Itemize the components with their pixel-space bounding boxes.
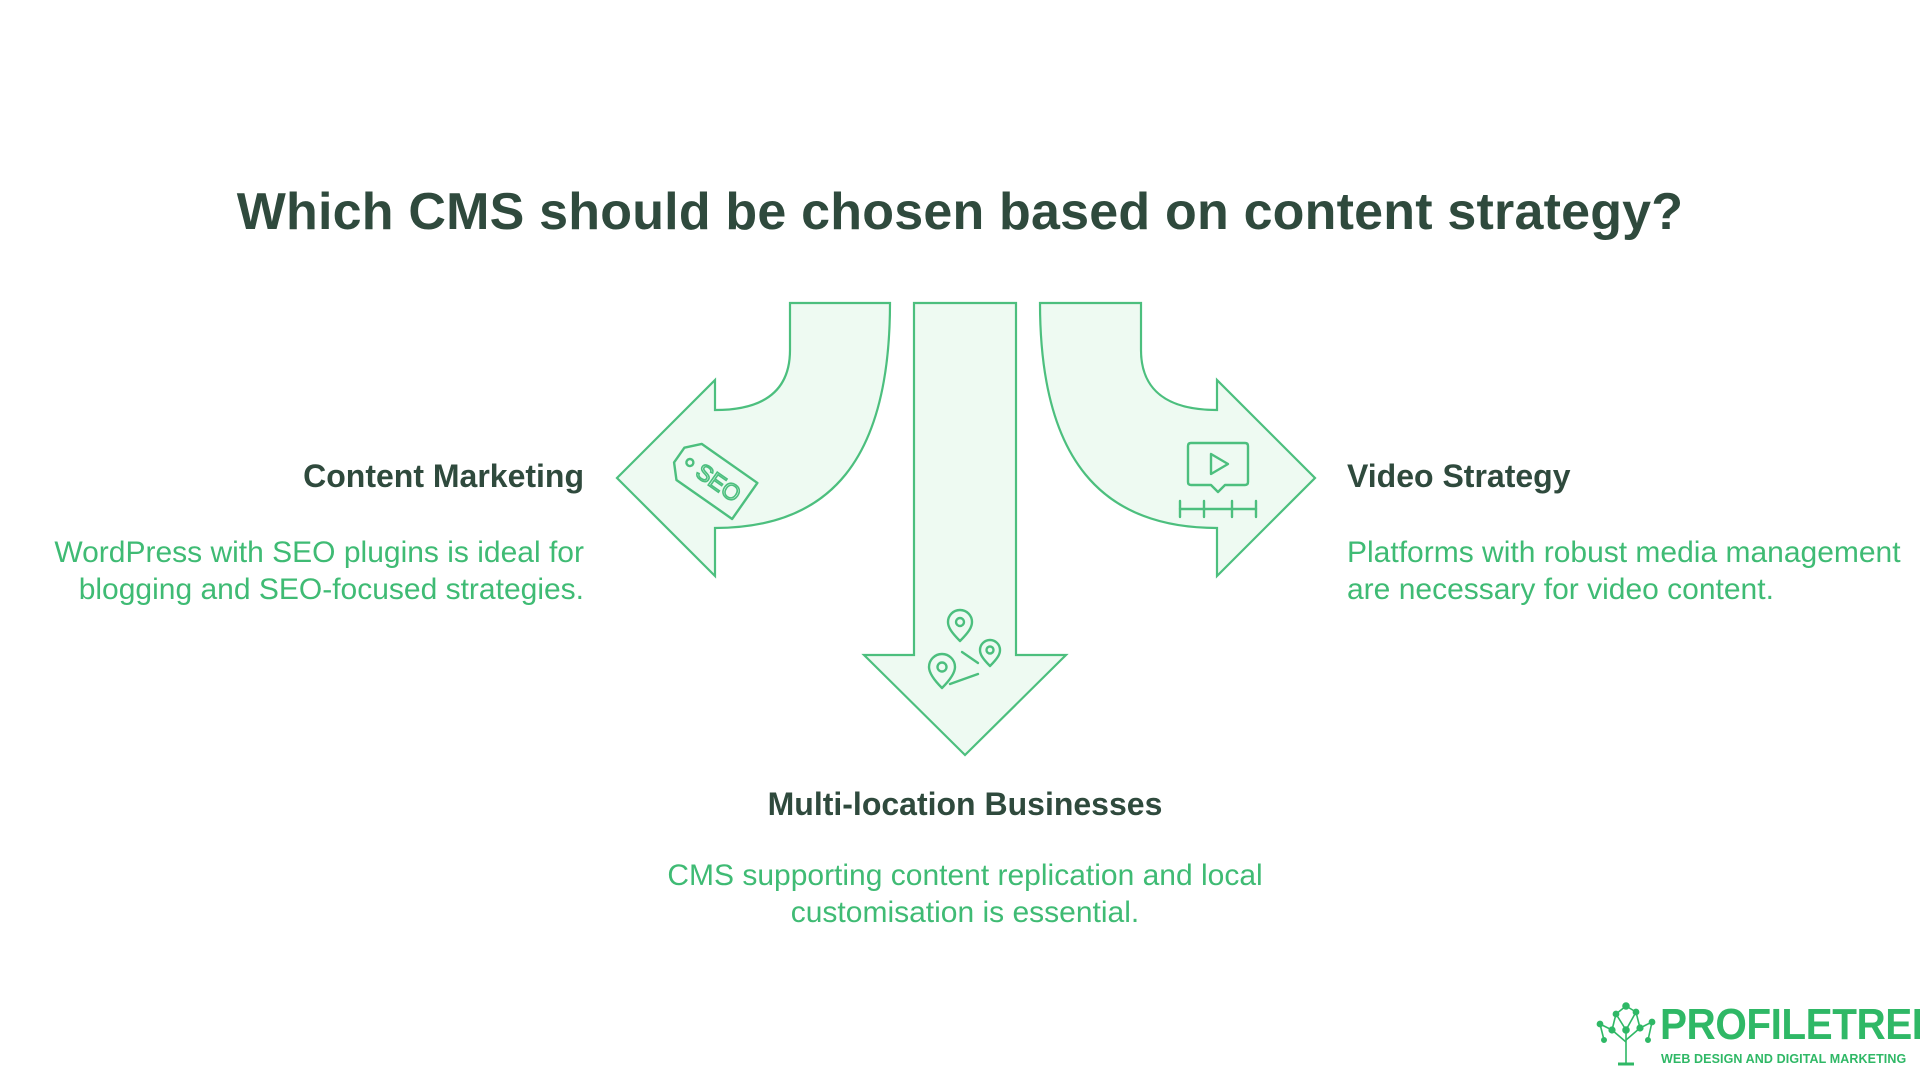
location-pins-icon (927, 608, 1002, 690)
center-arrow (861, 301, 1069, 757)
multi-location-description: CMS supporting content replication and l… (667, 859, 1263, 929)
content-marketing-heading: Content Marketing (303, 458, 584, 494)
video-strategy-description: Platforms with robust media management a… (1347, 536, 1901, 606)
profiletree-logo: PROFILETREE WEB DESIGN AND DIGITAL MARKE… (1594, 1000, 1920, 1066)
video-timeline-icon (1178, 441, 1258, 519)
tree-network-icon (1596, 1002, 1656, 1066)
video-strategy-heading: Video Strategy (1347, 458, 1571, 494)
logo-name: PROFILETREE (1660, 1000, 1920, 1049)
page-title: Which CMS should be chosen based on cont… (236, 183, 1684, 241)
multi-location-heading: Multi-location Businesses (767, 786, 1163, 822)
right-arrow (1038, 301, 1317, 579)
content-marketing-description: WordPress with SEO plugins is ideal for … (54, 536, 584, 606)
left-arrow (615, 301, 892, 579)
logo-tagline: WEB DESIGN AND DIGITAL MARKETING (1661, 1052, 1907, 1066)
